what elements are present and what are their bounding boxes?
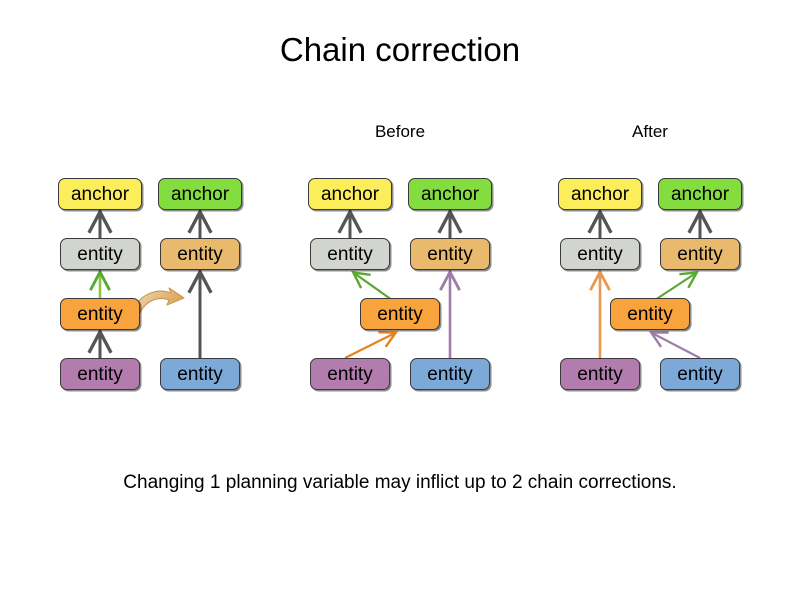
p1-entity-orange[interactable]: entity (60, 298, 140, 330)
p1-entity-purple[interactable]: entity (60, 358, 140, 390)
p3-entity-tan[interactable]: entity (660, 238, 740, 270)
edge-p3-orange-to-tan (654, 271, 699, 301)
node-label: entity (427, 243, 473, 265)
node-label: anchor (670, 183, 730, 205)
node-label: entity (677, 243, 723, 265)
move-arrow-icon (132, 287, 185, 314)
page-title: Chain correction (279, 31, 521, 68)
node-label: entity (77, 363, 123, 385)
node-label: anchor (570, 183, 630, 205)
p2-entity-tan[interactable]: entity (410, 238, 490, 270)
p1-entity-grey[interactable]: entity (60, 238, 140, 270)
p3-entity-blue[interactable]: entity (660, 358, 740, 390)
p3-entity-purple[interactable]: entity (560, 358, 640, 390)
node-label: entity (677, 363, 723, 385)
panel-label-before: Before (374, 122, 426, 141)
p3-entity-grey[interactable]: entity (560, 238, 640, 270)
node-label: entity (577, 243, 623, 265)
node-label: entity (177, 243, 223, 265)
node-label: entity (177, 363, 223, 385)
p3-entity-orange[interactable]: entity (610, 298, 690, 330)
p1-anchor-yellow[interactable]: anchor (58, 178, 142, 210)
edge-p2-purple-to-orange (344, 331, 399, 359)
node-label: entity (327, 363, 373, 385)
node-label: anchor (320, 183, 380, 205)
node-label: entity (377, 303, 423, 325)
node-label: entity (427, 363, 473, 385)
p2-entity-blue[interactable]: entity (410, 358, 490, 390)
p1-entity-blue[interactable]: entity (160, 358, 240, 390)
p3-anchor-green[interactable]: anchor (658, 178, 742, 210)
p3-anchor-yellow[interactable]: anchor (558, 178, 642, 210)
caption-text: Changing 1 planning variable may inflict… (123, 472, 677, 493)
p2-anchor-green[interactable]: anchor (408, 178, 492, 210)
edge-p3-blue-to-orange (648, 331, 701, 359)
p1-entity-tan[interactable]: entity (160, 238, 240, 270)
node-label: entity (577, 363, 623, 385)
node-label: anchor (420, 183, 480, 205)
node-label: anchor (70, 183, 130, 205)
node-label: entity (627, 303, 673, 325)
edge-p2-orange-to-grey (351, 270, 393, 301)
panel-label-after: After (632, 122, 668, 141)
node-label: entity (77, 243, 123, 265)
p2-anchor-yellow[interactable]: anchor (308, 178, 392, 210)
node-label: entity (77, 303, 123, 325)
p2-entity-grey[interactable]: entity (310, 238, 390, 270)
p1-anchor-green[interactable]: anchor (158, 178, 242, 210)
p2-entity-orange[interactable]: entity (360, 298, 440, 330)
node-label: entity (327, 243, 373, 265)
p2-entity-purple[interactable]: entity (310, 358, 390, 390)
node-label: anchor (170, 183, 230, 205)
